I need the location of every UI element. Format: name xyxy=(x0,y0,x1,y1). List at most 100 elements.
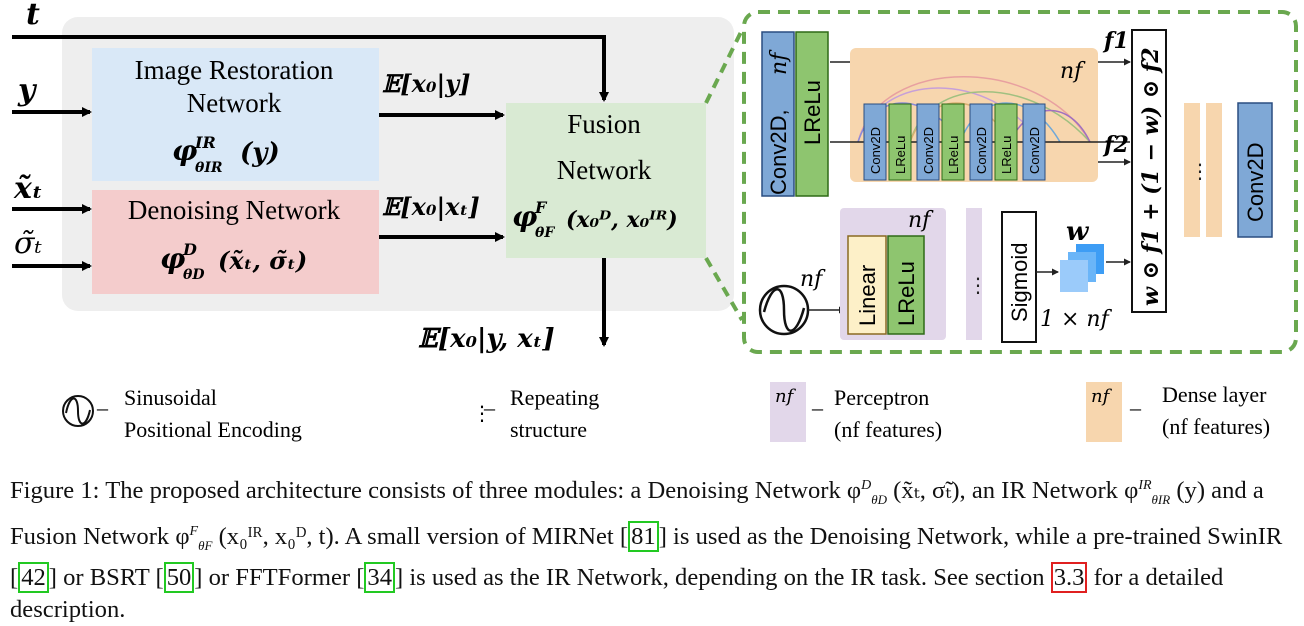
dense-blocks: Conv2D LReLu Conv2D LReLu Conv2D LReLu Conv2D xyxy=(863,103,1046,181)
architecture-diagram: Image Restoration Network φ IR θIR (y) D… xyxy=(12,0,1298,442)
caption-sup-ir: IR xyxy=(1138,478,1152,493)
caption-part2: (y) and a Fusion Network φ xyxy=(10,477,1264,551)
final-conv2d-label: Conv2D xyxy=(1243,143,1268,222)
caption-part6: ] is used as the IR Network, depending o… xyxy=(394,564,1051,592)
input-xt-label: x̃ₜ xyxy=(13,171,43,206)
legend-repeat-icon: ⋮ xyxy=(472,401,492,425)
perceptron-nf: nf xyxy=(908,208,934,233)
denoising-network-box xyxy=(92,190,379,294)
first-conv2d-nf: nf xyxy=(767,49,792,75)
perceptron-lrelu-block xyxy=(887,235,925,335)
legend-dense-swatch xyxy=(1086,382,1122,442)
sigmoid-block xyxy=(1001,211,1037,343)
zoom-connector xyxy=(704,29,744,322)
citation-link-34[interactable]: 34 xyxy=(364,562,395,594)
caption-sub-f: θF xyxy=(198,538,213,554)
dense-conv2d-block xyxy=(916,103,940,181)
legend-sinusoidal-line1: Sinusoidal xyxy=(124,385,217,410)
caption-part3: ] is used as the Denoising Network, whil… xyxy=(10,523,1283,592)
ir-network-label-line2: Network xyxy=(187,88,282,118)
svg-text:–: – xyxy=(1129,395,1142,420)
legend-sine-path xyxy=(65,397,91,425)
combine-label: w ⊙ f1 + (1 − w) ⊙ f2 xyxy=(1138,47,1164,306)
dense-conv2d-label: Conv2D xyxy=(921,127,936,174)
svg-text:IR: IR xyxy=(194,133,216,152)
legend-repeating-line1: Repeating xyxy=(510,385,599,410)
dense-lrelu-label: LReLu xyxy=(999,136,1014,174)
ir-output-label: 𝔼[x₀|y] xyxy=(382,69,471,98)
caption-sub-ir: θIR xyxy=(1151,492,1171,508)
dense-conv2d-label: Conv2D xyxy=(868,127,883,174)
linear-block xyxy=(847,235,887,335)
f1-label: f1 xyxy=(1102,28,1129,54)
citation-link-81[interactable]: 81 xyxy=(628,521,659,553)
caption-part4: ] or BSRT [ xyxy=(48,564,164,592)
svg-text:–: – xyxy=(96,395,109,420)
legend-repeating-line2: structure xyxy=(510,417,587,442)
w-tile-front xyxy=(1060,260,1088,292)
svg-text:–: – xyxy=(483,395,496,420)
legend-perceptron-sym: nf xyxy=(775,386,797,407)
dn-output-label: 𝔼[x₀|xₜ] xyxy=(382,192,480,221)
input-y-label: y xyxy=(17,73,38,108)
dense-conv2d-label: Conv2D xyxy=(974,127,989,174)
legend-sinusoidal-line2: Positional Encoding xyxy=(124,417,302,442)
citation-link-50[interactable]: 50 xyxy=(163,562,195,594)
svg-text:(y): (y) xyxy=(240,138,280,168)
perceptron-repeat-dots: ⋮ xyxy=(968,273,988,297)
legend-dense-line1: Dense layer xyxy=(1162,382,1267,407)
t-arrow xyxy=(12,35,609,102)
dense-conv2d-block xyxy=(1022,103,1046,181)
input-sigma-label: σ̃ₜ xyxy=(14,226,42,261)
fusion-output-label: 𝔼[x₀|y, xₜ] xyxy=(418,324,555,354)
svg-text:θF: θF xyxy=(535,225,555,241)
dense-lrelu-block xyxy=(888,103,912,181)
citation-link-42[interactable]: 42 xyxy=(18,562,49,594)
dense-lrelu-label: LReLu xyxy=(946,136,961,174)
first-conv2d-block xyxy=(761,31,795,197)
perceptron-repeat-tile xyxy=(966,208,982,340)
caption-part1: Figure 1: The proposed architecture cons… xyxy=(10,477,862,505)
post-dense-tile-2 xyxy=(1206,103,1222,237)
svg-text:θIR: θIR xyxy=(195,160,223,176)
first-conv2d-label: Conv2D, xyxy=(766,109,791,195)
perceptron-lrelu-label: LReLu xyxy=(894,261,919,326)
ir-network-label-line1: Image Restoration xyxy=(135,55,334,85)
denoising-network-function: φ D θD (x̃ₜ, σ̃ₜ) xyxy=(160,240,307,283)
dense-lrelu-label: LReLu xyxy=(893,136,908,174)
dense-lrelu-block xyxy=(994,103,1018,181)
legend-dense-sym: nf xyxy=(1091,386,1113,407)
legend-dense-line2: (nf features) xyxy=(1162,414,1270,439)
w-shape-label: 1 × nf xyxy=(1040,307,1113,332)
caption-sup-f: F xyxy=(189,524,199,540)
figure-caption: Figure 1: The proposed architecture cons… xyxy=(10,470,1298,626)
fusion-network-function: φ F θF (x₀ᴰ, x₀ᴵᴿ) xyxy=(512,198,678,241)
svg-text:φ: φ xyxy=(160,242,186,275)
svg-text:θD: θD xyxy=(183,267,205,283)
post-dense-tile-1 xyxy=(1184,103,1200,237)
section-link-3-3[interactable]: 3.3 xyxy=(1050,562,1088,594)
legend-perceptron-line2: (nf features) xyxy=(834,417,942,442)
w-label: w xyxy=(1066,217,1090,247)
dense-conv2d-block xyxy=(969,103,993,181)
caption-part2b: (x₀ᴵᴿ, x₀ᴰ, t). A small version of MIRNe… xyxy=(218,523,629,551)
fusion-network-box xyxy=(506,103,706,258)
first-lrelu-label: LReLu xyxy=(800,80,825,145)
linear-label: Linear xyxy=(855,265,880,326)
ir-network-function: φ IR θIR (y) xyxy=(172,133,280,176)
post-repeat-dots: ⋮ xyxy=(1190,159,1210,183)
caption-part1b: (x̃ₜ, σ̃ₜ), an IR Network φ xyxy=(893,477,1139,505)
svg-text:–: – xyxy=(811,395,824,420)
fusion-network-label-line1: Fusion xyxy=(567,109,641,139)
svg-text:φ: φ xyxy=(172,134,198,167)
caption-part5: ] or FFTFormer [ xyxy=(194,564,365,592)
svg-text:F: F xyxy=(534,198,548,217)
caption-sup-d: D xyxy=(861,478,872,493)
dense-layer-nf: nf xyxy=(1060,59,1086,84)
first-lrelu-block xyxy=(795,31,829,197)
sigmoid-label: Sigmoid xyxy=(1007,243,1032,322)
sinusoidal-nf: nf xyxy=(800,267,826,292)
f2-label: f2 xyxy=(1102,132,1129,158)
dense-conv2d-label: Conv2D xyxy=(1027,127,1042,174)
denoising-network-label: Denoising Network xyxy=(128,195,341,225)
